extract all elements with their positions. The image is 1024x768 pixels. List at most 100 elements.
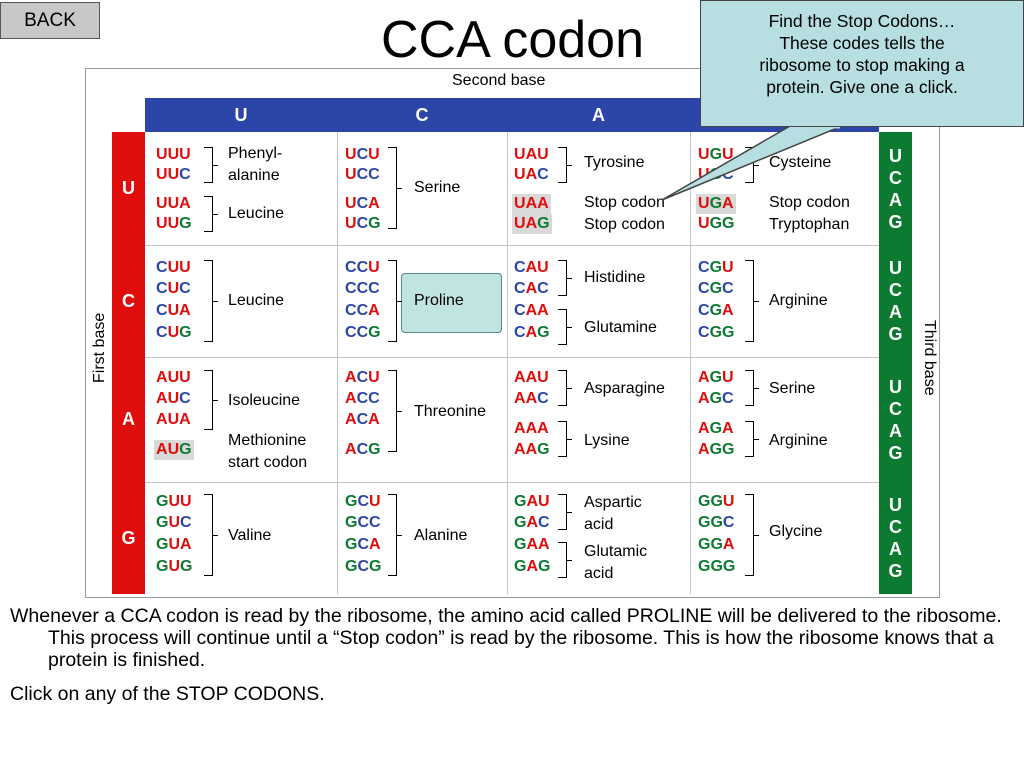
codon-cca: CCA	[345, 301, 380, 321]
codon-cua: CUA	[156, 301, 191, 321]
third-base-letter: A	[889, 302, 902, 322]
codon-caa: CAA	[514, 301, 549, 321]
codon-letter: C	[698, 259, 710, 276]
stop-codon-uga-label[interactable]: Stop codon	[769, 194, 850, 211]
third-base-letter: G	[888, 211, 903, 232]
bracket	[558, 542, 572, 578]
codon-letter: U	[722, 146, 734, 163]
codon-letter: U	[179, 259, 191, 276]
codon-letter: C	[514, 280, 526, 297]
codon-letter: U	[168, 558, 181, 575]
aa-aspartic-acid: Aspartic	[584, 494, 642, 511]
aa-lysine: Lysine	[584, 432, 630, 449]
codon-letter: G	[698, 536, 711, 553]
codon-letter: C	[722, 280, 734, 297]
codon-acu: ACU	[345, 368, 380, 388]
first-base-letter: G	[121, 527, 136, 548]
third-base-letter: C	[889, 517, 902, 537]
codon-letter: U	[179, 369, 191, 386]
codon-letter: C	[368, 166, 380, 183]
codon-letter: U	[698, 146, 710, 163]
codon-letter: A	[179, 302, 191, 319]
codon-letter: G	[538, 558, 551, 575]
aa-valine: Valine	[228, 527, 272, 544]
codon-letter: A	[525, 259, 538, 276]
first-base-letter: A	[122, 409, 135, 429]
codon-gag: GAG	[514, 557, 550, 577]
codon-letter: A	[525, 302, 538, 319]
codon-ugc: UGC	[698, 165, 734, 185]
codon-ggc: GGC	[698, 513, 734, 533]
codon-letter: U	[345, 215, 357, 232]
codon-letter: G	[698, 558, 711, 575]
bracket	[204, 494, 218, 576]
second-base-label: Second base	[452, 72, 546, 89]
codon-letter: U	[167, 302, 180, 319]
codon-letter: G	[710, 514, 723, 531]
codon-guu: GUU	[156, 492, 192, 512]
stop-codon-uag[interactable]: UAG	[512, 214, 552, 234]
codon-letter: G	[368, 215, 381, 232]
codon-gcu: GCU	[345, 492, 381, 512]
codon-gaa: GAA	[514, 535, 550, 555]
aa-glycine: Glycine	[769, 523, 823, 540]
back-button[interactable]: BACK	[0, 2, 100, 39]
codon-cau: CAU	[514, 258, 549, 278]
codon-letter: C	[357, 558, 370, 575]
third-base-letter: U	[889, 495, 902, 515]
codon-letter: U	[698, 195, 710, 212]
row-divider	[145, 245, 879, 246]
stop-codon-uag-label[interactable]: Stop codon	[584, 216, 665, 233]
codon-auc: AUC	[156, 389, 191, 409]
third-base-letter: C	[889, 167, 902, 188]
third-base-letter: G	[888, 561, 903, 581]
aa-aspartic-acid: acid	[584, 516, 614, 533]
aa-tyrosine: Tyrosine	[584, 154, 645, 171]
codon-letter: U	[514, 166, 526, 183]
first-base-letter: C	[122, 290, 135, 311]
codon-letter: A	[179, 195, 191, 212]
codon-letter: G	[709, 195, 723, 212]
codon-letter: G	[709, 259, 723, 276]
codon-letter: C	[698, 302, 710, 319]
codon-letter: U	[537, 369, 549, 386]
first-base-letter: U	[122, 178, 135, 198]
codon-letter: G	[537, 324, 550, 341]
codon-letter: C	[356, 411, 369, 428]
codon-guc: GUC	[156, 513, 192, 533]
codon-letter: G	[710, 536, 723, 553]
codon-cuu: CUU	[156, 258, 191, 278]
codon-letter: A	[525, 215, 538, 232]
aa-histidine: Histidine	[584, 269, 646, 286]
codon-letter: A	[526, 493, 539, 510]
bracket	[204, 196, 218, 232]
codon-cug: CUG	[156, 323, 192, 343]
codon-letter: A	[526, 558, 539, 575]
codon-letter: G	[709, 302, 723, 319]
codon-letter: U	[167, 369, 180, 386]
stop-codon-uga[interactable]: UGA	[696, 194, 736, 214]
row-divider	[145, 357, 879, 358]
codon-ggu: GGU	[698, 492, 734, 512]
codon-letter: G	[710, 558, 723, 575]
codon-letter: C	[514, 259, 526, 276]
first-base-c: C	[112, 245, 145, 357]
bracket	[558, 494, 572, 530]
codon-letter: A	[525, 369, 538, 386]
codon-letter: C	[179, 166, 191, 183]
aa-glutamic-acid: Glutamic	[584, 543, 648, 560]
codon-letter: C	[345, 324, 357, 341]
codon-letter: G	[179, 324, 192, 341]
aa-proline: Proline	[414, 292, 464, 309]
codon-letter: U	[167, 146, 180, 163]
codon-gga: GGA	[698, 535, 734, 555]
codon-acc: ACC	[345, 389, 380, 409]
codon-letter: C	[722, 390, 734, 407]
stop-codon-uaa[interactable]: UAA	[512, 194, 551, 214]
callout-line: These codes tells the	[779, 33, 945, 53]
codon-cgg: CGG	[698, 323, 734, 343]
column-divider	[507, 132, 508, 594]
codon-letter: C	[356, 324, 369, 341]
stop-codon-uaa-label[interactable]: Stop codon	[584, 194, 665, 211]
codon-letter: A	[525, 324, 538, 341]
